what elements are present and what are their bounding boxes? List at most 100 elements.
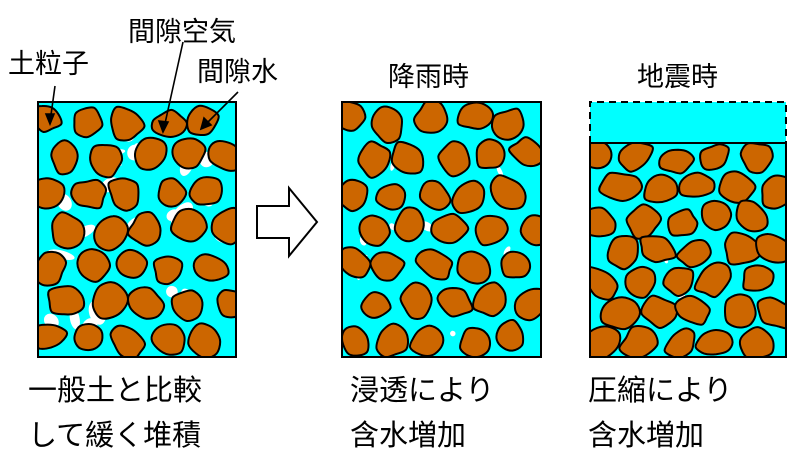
soil-particle bbox=[693, 261, 732, 299]
soil-particle bbox=[590, 325, 622, 357]
soil-particle bbox=[171, 137, 207, 170]
soil-particle bbox=[413, 102, 449, 134]
soil-particle bbox=[47, 285, 86, 316]
soil-particle bbox=[663, 327, 696, 357]
soil-particle bbox=[157, 177, 188, 208]
soil-particle bbox=[38, 250, 68, 287]
soil-particle bbox=[489, 174, 527, 211]
soil-particle bbox=[639, 235, 677, 264]
soil-particle bbox=[513, 287, 541, 322]
soil-particle bbox=[667, 208, 699, 237]
soil-particle bbox=[91, 281, 129, 320]
leader-pore-water bbox=[203, 91, 239, 127]
soil-particle bbox=[590, 143, 613, 170]
arrowhead-pore-water bbox=[199, 116, 213, 131]
soil-particle bbox=[618, 325, 659, 357]
soil-particle bbox=[188, 176, 223, 206]
soil-particle bbox=[73, 106, 104, 139]
soil-particle bbox=[456, 250, 492, 285]
caption-mid-line1: 浸透により bbox=[350, 373, 494, 407]
soil-particle bbox=[624, 265, 657, 299]
soil-particle bbox=[342, 246, 372, 279]
soil-particle bbox=[436, 286, 474, 318]
soil-particles bbox=[38, 104, 236, 357]
soil-particle bbox=[89, 144, 124, 179]
soil-particle bbox=[694, 328, 734, 356]
soil-particle bbox=[662, 266, 695, 298]
soil-particle bbox=[495, 318, 525, 352]
panel-border bbox=[341, 101, 542, 358]
soil-particle bbox=[369, 251, 406, 282]
soil-particle bbox=[418, 179, 452, 211]
soil-particle bbox=[617, 143, 654, 173]
soil-particle bbox=[474, 214, 509, 247]
soil-particle bbox=[675, 239, 712, 269]
original-height-dashed-outline bbox=[589, 101, 787, 143]
soil-particle bbox=[390, 140, 425, 175]
soil-particle bbox=[76, 248, 111, 283]
caption-right-line1: 圧縮により bbox=[588, 373, 732, 407]
arrowhead-pore-air bbox=[157, 120, 170, 135]
soil-particle bbox=[358, 214, 391, 247]
title-earthquake: 地震時 bbox=[637, 62, 718, 93]
soil-particle bbox=[393, 206, 425, 243]
soil-particle bbox=[451, 179, 486, 215]
soil-particle bbox=[50, 139, 79, 176]
soil-particle bbox=[459, 326, 492, 357]
soil-particle bbox=[73, 323, 104, 352]
soil-particle bbox=[150, 323, 186, 356]
soil-particle bbox=[606, 234, 639, 271]
soil-particle bbox=[375, 183, 407, 211]
soil-particle bbox=[342, 178, 369, 213]
leader-pore-air bbox=[163, 41, 184, 129]
soil-particle bbox=[658, 148, 695, 175]
soil-particles bbox=[590, 143, 786, 357]
soil-particle bbox=[342, 325, 370, 357]
caption-mid-line2: 含水増加 bbox=[350, 418, 466, 452]
soil-particle bbox=[342, 102, 367, 132]
soil-particle bbox=[437, 140, 471, 178]
soil-particle bbox=[723, 293, 757, 329]
soil-particle bbox=[598, 171, 643, 203]
soil-particle bbox=[625, 203, 663, 240]
soil-particle bbox=[134, 136, 168, 171]
soil-particle bbox=[643, 173, 679, 204]
soil-particle bbox=[678, 171, 716, 198]
soil-particle bbox=[472, 281, 507, 318]
soil-particle bbox=[169, 207, 208, 243]
panel-border bbox=[37, 101, 237, 358]
arrowhead-soil-particle bbox=[44, 113, 56, 127]
air-void bbox=[450, 330, 456, 337]
soil-particle bbox=[500, 250, 532, 279]
soil-particle bbox=[430, 212, 470, 245]
soil-particle bbox=[110, 105, 146, 142]
soil-particle bbox=[109, 324, 147, 357]
soil-particle bbox=[210, 206, 236, 246]
label-pore-air: 間隙空気 bbox=[128, 17, 236, 48]
soil-particle bbox=[127, 286, 166, 320]
panel-loose-deposit bbox=[37, 101, 237, 358]
soil-particle bbox=[107, 177, 140, 212]
caption-left-line2: して緩く堆積 bbox=[28, 418, 201, 452]
soil-particle bbox=[519, 214, 541, 247]
soil-particle bbox=[399, 281, 433, 321]
soil-particle bbox=[150, 108, 188, 138]
soil-particle bbox=[761, 174, 786, 210]
soil-particle bbox=[152, 255, 184, 286]
soil-particle bbox=[115, 248, 149, 279]
soil-particle bbox=[38, 323, 69, 350]
soil-particle bbox=[599, 296, 641, 331]
soil-particle bbox=[640, 294, 679, 330]
soil-particle bbox=[170, 289, 204, 323]
soil-particles bbox=[342, 102, 541, 357]
soil-particle bbox=[699, 143, 730, 171]
soil-particle bbox=[674, 294, 711, 326]
label-pore-water: 間隙水 bbox=[197, 57, 278, 88]
soil-particle bbox=[718, 170, 757, 204]
soil-particle bbox=[360, 291, 392, 319]
soil-particle bbox=[590, 206, 617, 238]
expelled-water-layer bbox=[590, 102, 786, 143]
soil-particle bbox=[508, 136, 541, 168]
soil-particle bbox=[756, 296, 786, 330]
soil-particle bbox=[490, 107, 525, 141]
